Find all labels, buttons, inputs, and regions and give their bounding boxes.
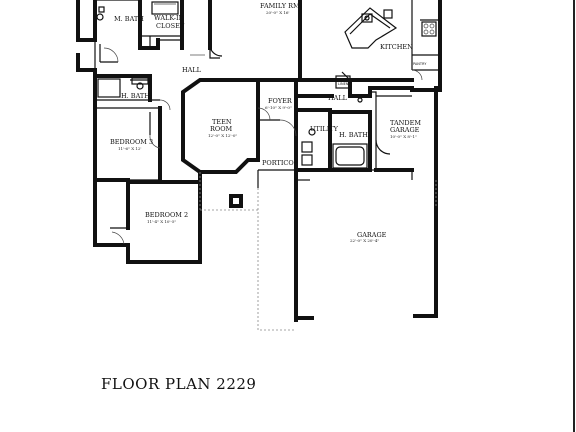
dims-tandem-garage: 10'-0" X 8'-1" bbox=[390, 134, 417, 139]
label-h-bath-1: H. BATH bbox=[121, 92, 150, 100]
room-labels: M. BATH WALK-IN CLOSET FAMILY RM 20'-0" … bbox=[110, 2, 427, 243]
label-kitchen: KITCHEN bbox=[380, 43, 413, 51]
teen-room-walls bbox=[181, 78, 280, 174]
label-hall-2: HALL bbox=[328, 94, 348, 102]
plan-title: FLOOR PLAN 2229 bbox=[101, 375, 256, 393]
label-hall-1: HALL bbox=[182, 66, 202, 74]
garage-walls bbox=[295, 139, 437, 208]
label-closet: CLOSET bbox=[156, 22, 185, 30]
dims-garage: 22'-0" X 20'-4" bbox=[350, 238, 379, 243]
label-tandem: TANDEM bbox=[390, 119, 421, 127]
label-teen: TEEN bbox=[212, 118, 232, 126]
label-room: ROOM bbox=[210, 125, 233, 133]
hall-left bbox=[93, 74, 171, 111]
label-h-bath-2: H. BATH bbox=[339, 131, 368, 139]
bedroom-2-walls bbox=[110, 180, 202, 245]
kitchen-island bbox=[344, 0, 440, 81]
label-family-rm: FAMILY RM bbox=[260, 2, 300, 10]
label-bedroom-3: BEDROOM 3 bbox=[110, 138, 153, 146]
label-garage: GARAGE bbox=[357, 231, 387, 239]
family-room bbox=[180, 0, 302, 82]
label-pantry: PANTRY bbox=[413, 62, 427, 66]
label-portico: PORTICO bbox=[262, 159, 294, 167]
label-walkin: WALK-IN bbox=[154, 14, 185, 22]
label-m-bath: M. BATH bbox=[114, 15, 144, 23]
dims-bedroom-2: 11'-4" X 10'-5" bbox=[147, 219, 176, 224]
label-linen: LINEN bbox=[338, 82, 349, 86]
dims-foyer: 6'-10" X 9'-0" bbox=[265, 105, 292, 110]
dims-bedroom-3: 11'-6" X 12' bbox=[118, 146, 142, 151]
dims-teen-room: 12'-0" X 12'-0" bbox=[208, 133, 237, 138]
master-suite bbox=[76, 0, 183, 70]
label-bedroom-2: BEDROOM 2 bbox=[145, 211, 188, 219]
exterior-walls bbox=[76, 0, 442, 322]
label-utility: UTILITY bbox=[310, 125, 339, 133]
dims-family-rm: 20'-0" X 16' bbox=[266, 10, 290, 15]
label-foyer: FOYER bbox=[268, 97, 293, 105]
foyer-portico bbox=[199, 78, 298, 331]
label-garage-tandem: GARAGE bbox=[390, 126, 420, 134]
